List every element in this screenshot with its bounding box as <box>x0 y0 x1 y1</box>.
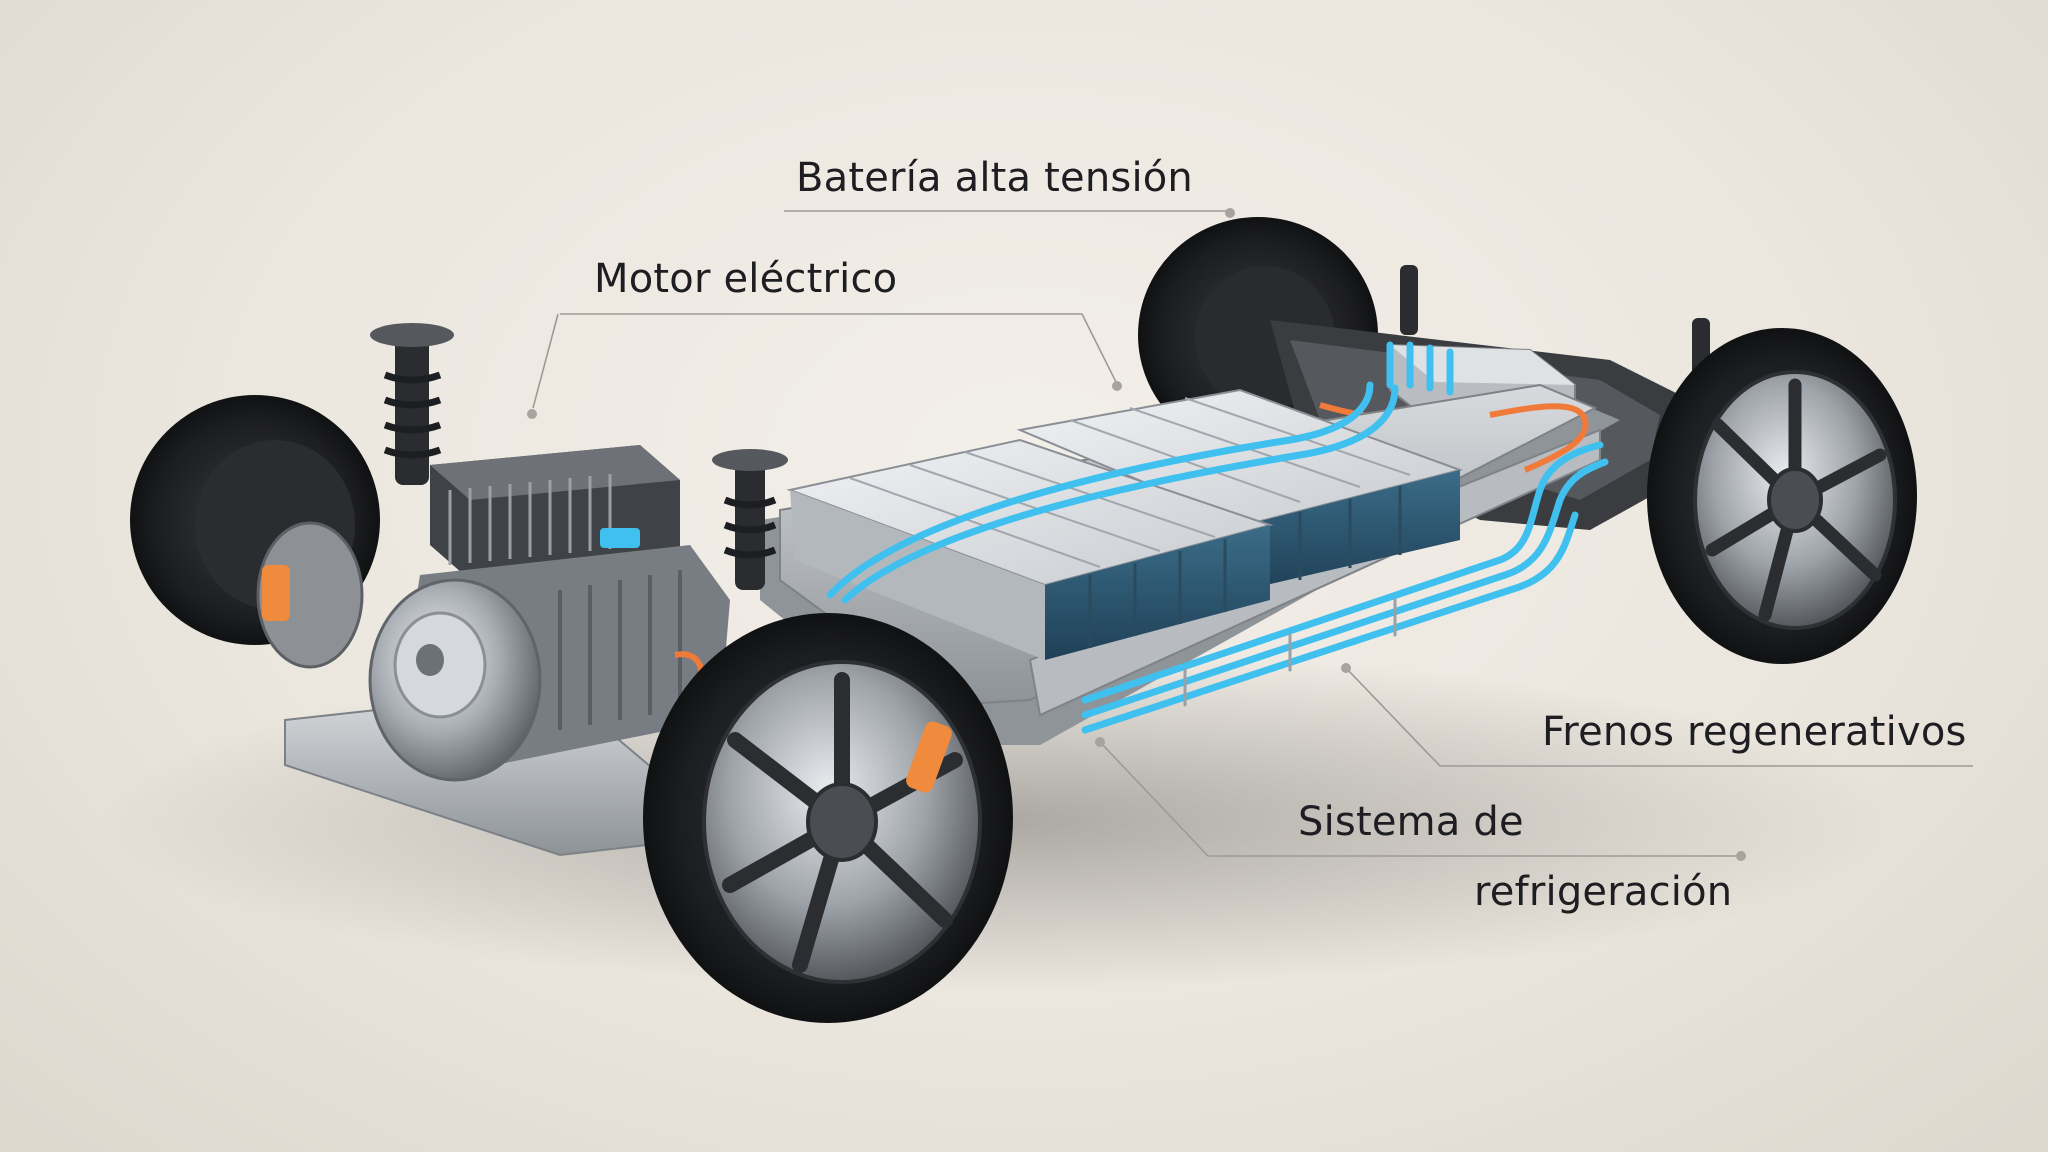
label-brakes: Frenos regenerativos <box>1542 709 1967 755</box>
coolant-pipe-icon <box>826 341 1609 734</box>
brake-caliper-icon <box>906 721 952 793</box>
callout-leaders <box>527 208 1973 861</box>
hv-connector-icon <box>1489 403 1589 473</box>
motor-icon <box>368 545 730 782</box>
shock-absorber-icon <box>370 323 788 590</box>
front-left-wheel <box>130 395 380 669</box>
label-battery: Batería alta tensión <box>796 155 1193 201</box>
rear-right-wheel <box>1647 328 1917 664</box>
label-motor: Motor eléctrico <box>594 256 898 302</box>
brake-caliper-icon <box>262 565 290 621</box>
label-cooling: Sistema de refrigeración <box>1298 799 1758 915</box>
label-cooling-line1: Sistema de <box>1298 799 1524 845</box>
inverter-icon <box>430 445 680 580</box>
front-right-wheel <box>643 613 1013 1023</box>
label-cooling-line2: refrigeración <box>1474 869 1733 915</box>
